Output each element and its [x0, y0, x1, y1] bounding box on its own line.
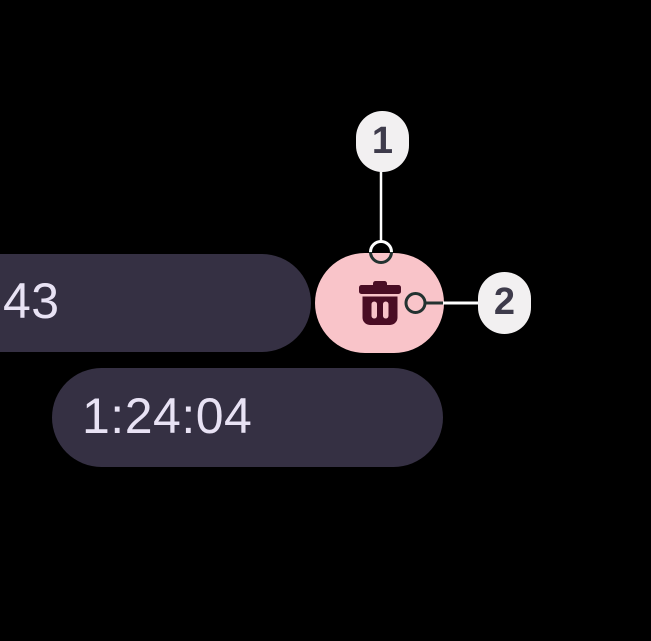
callout-1-badge: 1	[356, 111, 409, 172]
callout-1-endpoint-ring-top	[369, 240, 393, 253]
callout-2-label: 2	[493, 281, 516, 323]
lap-time-text: 1:24:04	[82, 387, 253, 444]
callout-1-label: 1	[371, 119, 394, 162]
trash-icon	[358, 281, 401, 325]
lap-time-pill: 1:24:04	[52, 368, 443, 467]
delete-button[interactable]	[315, 253, 444, 353]
time-fragment-pill: 43	[0, 254, 311, 352]
time-fragment-text: 43	[3, 273, 60, 329]
callout-2-badge: 2	[478, 272, 531, 334]
